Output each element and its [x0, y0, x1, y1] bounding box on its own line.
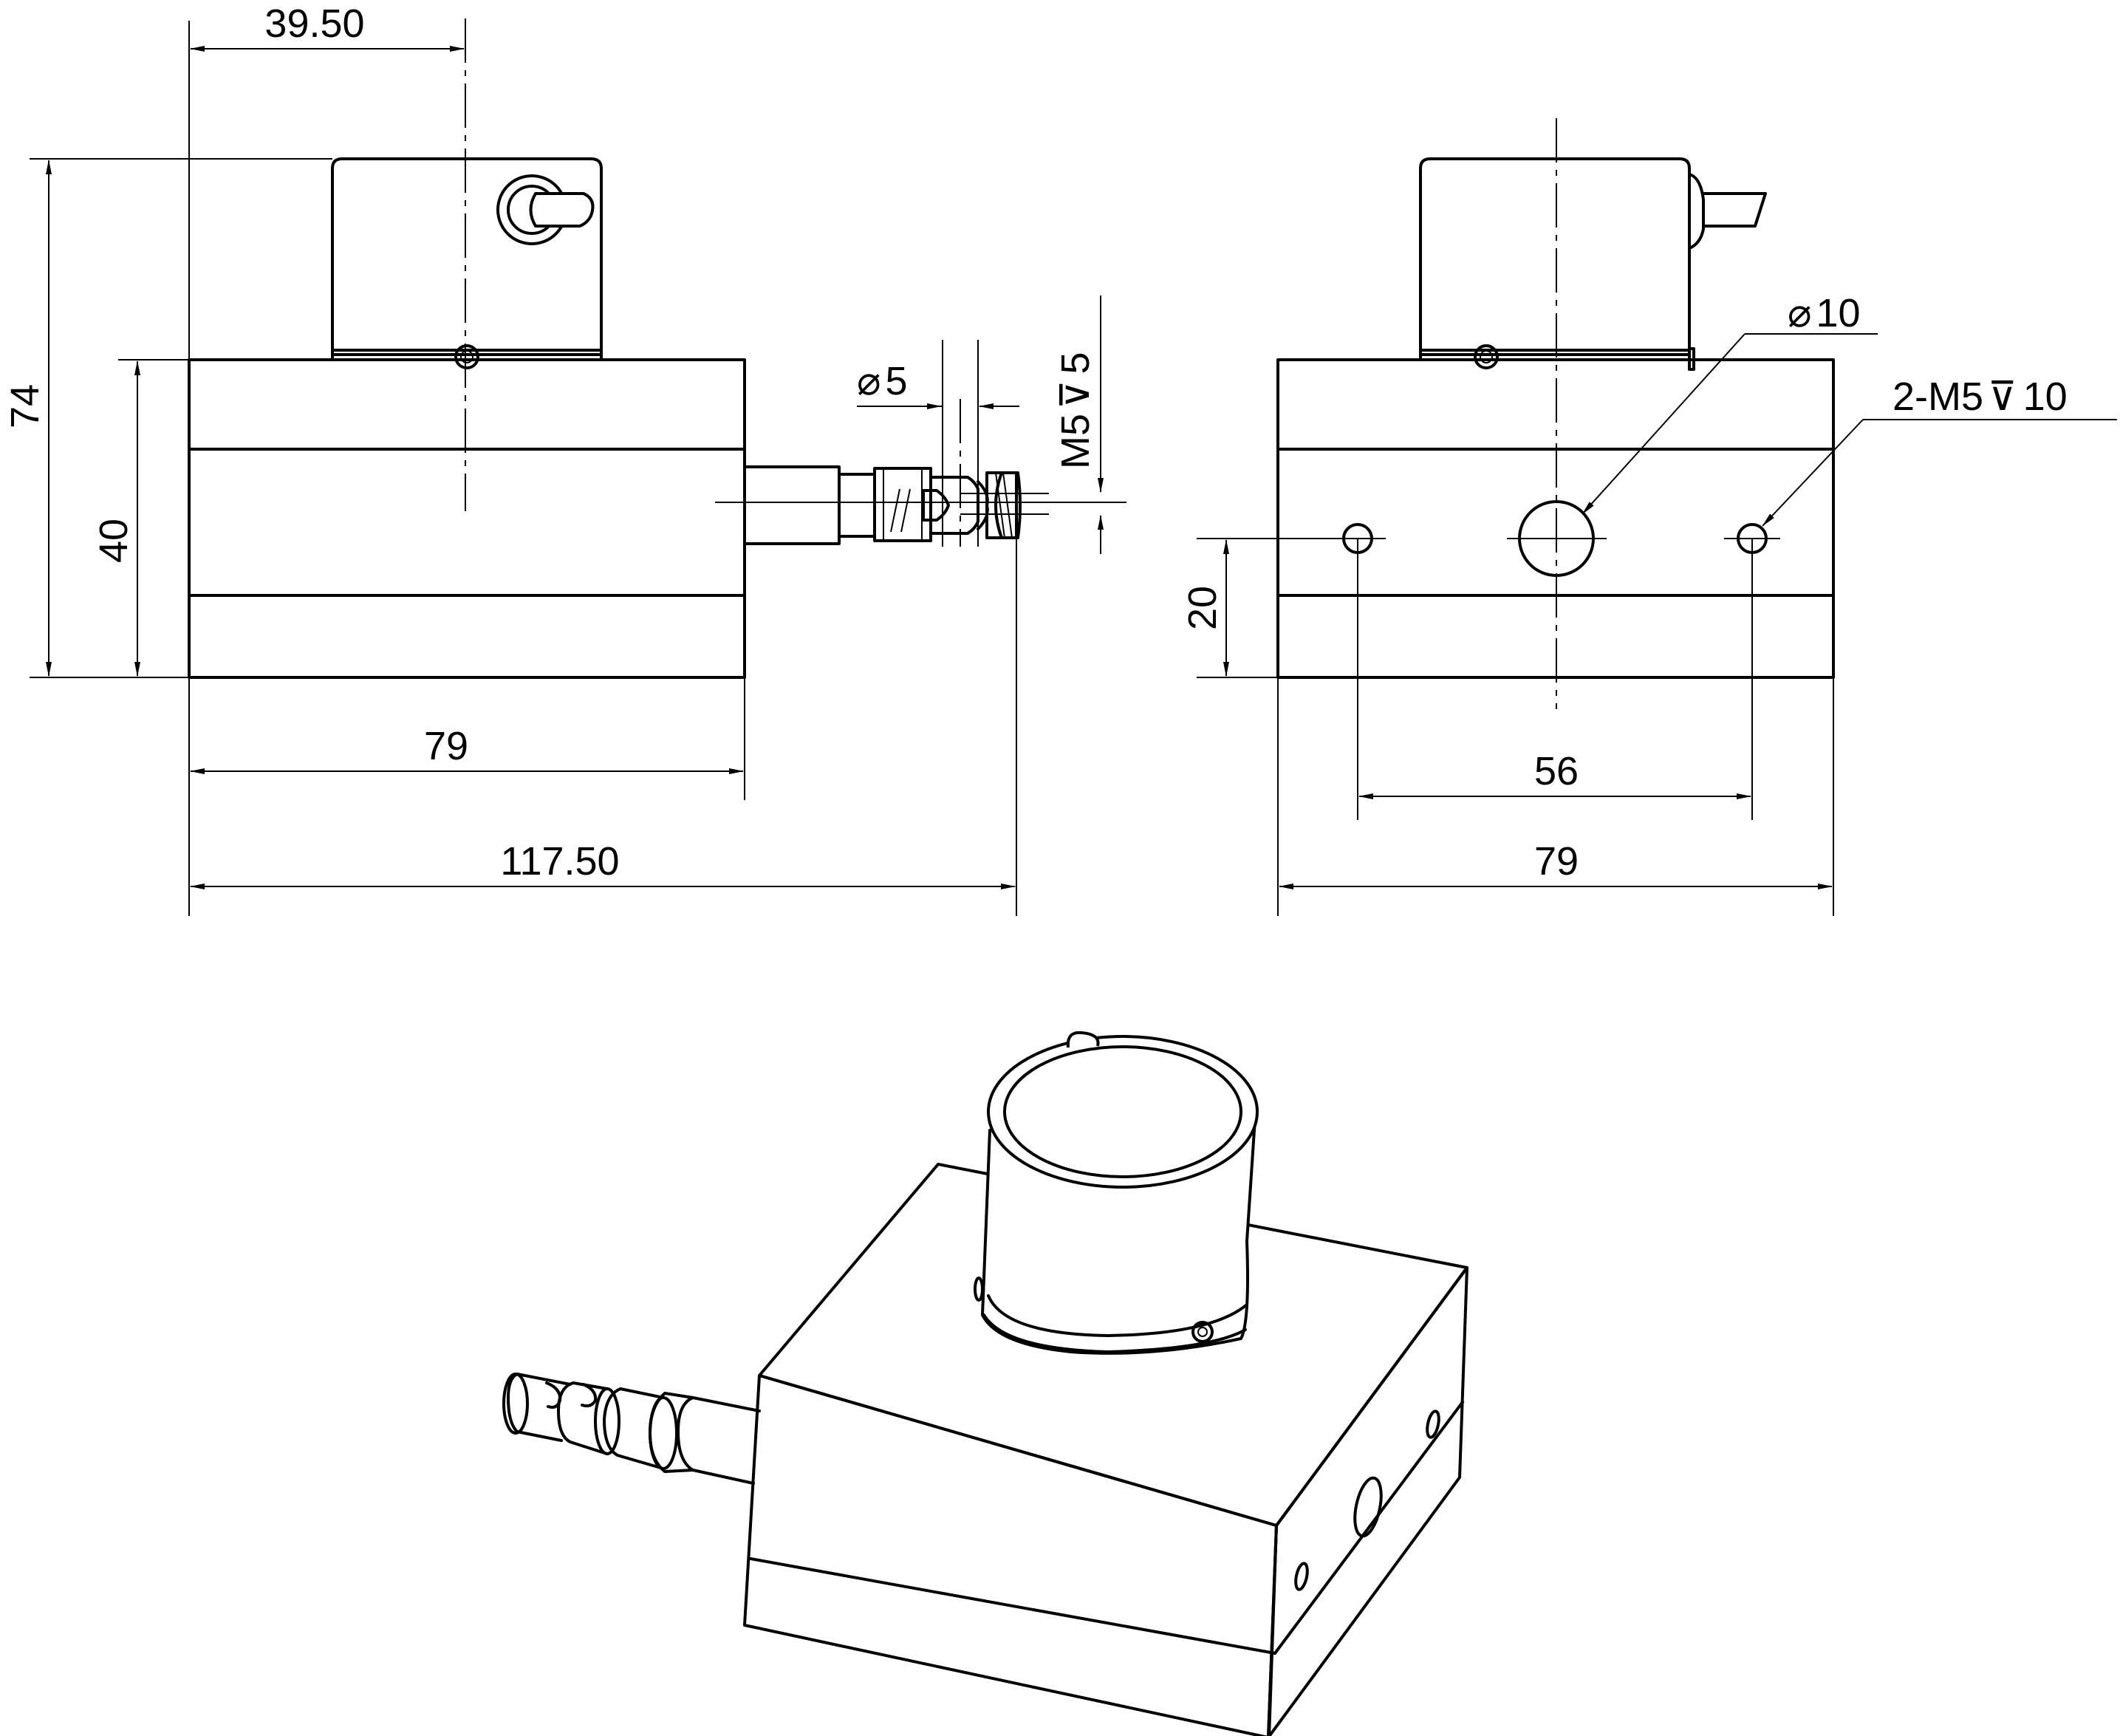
dim-overall-length: 117.50	[500, 839, 619, 884]
dim-hole-spacing: 56	[1534, 749, 1579, 793]
isometric-view	[502, 1031, 1468, 1736]
front-sensor-housing	[331, 157, 603, 369]
dim-body-width: 79	[1534, 839, 1579, 884]
side-view	[1276, 118, 1835, 709]
dim-body-length: 79	[424, 724, 468, 768]
dim-hole-height: 20	[1180, 586, 1225, 630]
dim-overall-height: 74	[3, 384, 47, 428]
front-view-dimensions: 39.50 74 40 79 117.50 ⌀5 M5⊽5	[3, 1, 1104, 916]
set-screw-icon	[454, 344, 479, 369]
dim-sensor-offset: 39.50	[264, 1, 364, 46]
side-set-screw-icon	[1474, 344, 1499, 369]
cable-exit-icon	[1688, 173, 1767, 250]
dim-mount-holes: 2-M5⊽10	[1892, 375, 2068, 419]
front-view	[188, 18, 1126, 679]
dim-body-height: 40	[92, 519, 136, 563]
cable-gland-icon	[496, 174, 595, 245]
dim-clip-thread: M5⊽5	[1053, 352, 1098, 469]
isometric-sensor-housing	[974, 1031, 1259, 1355]
side-view-dimensions: 20 56 79 ⌀10 2-M5⊽10	[1180, 291, 2117, 916]
wire-outlet-and-clip	[743, 465, 1022, 545]
side-sensor-housing	[1419, 157, 1767, 371]
dim-clip-diameter: ⌀5	[857, 359, 908, 403]
dim-port-diameter: ⌀10	[1788, 291, 1861, 335]
isometric-wire-clip	[502, 1373, 761, 1485]
front-body-block	[188, 358, 746, 679]
